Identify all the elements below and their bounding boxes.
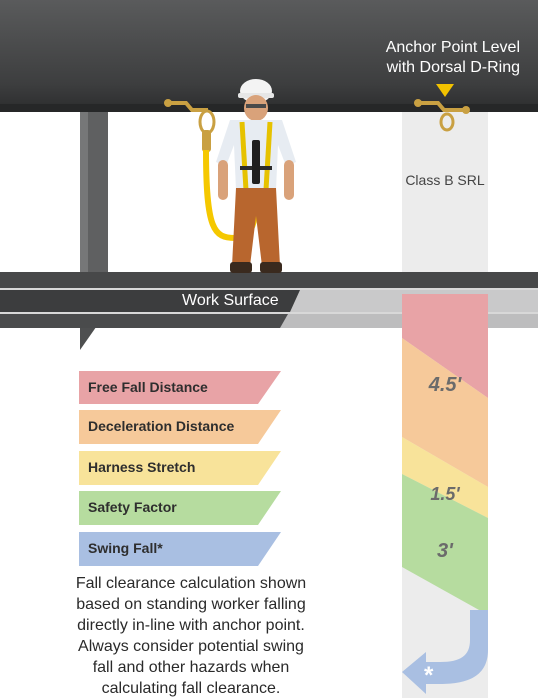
worker-figure (216, 79, 296, 273)
deceleration-segment (402, 338, 488, 487)
deceleration-value: 4.5' (428, 374, 462, 396)
legend-swatch-safety (79, 491, 281, 525)
srl-label: Class B SRL (405, 172, 485, 188)
floor-beam (0, 272, 538, 288)
note-line: Fall clearance calculation shown (75, 575, 307, 592)
anchor-label-line2: with Dorsal D-Ring (386, 59, 520, 76)
fall-clearance-note: Fall clearance calculation shown based o… (60, 573, 322, 699)
note-line: Always consider potential swing (78, 638, 304, 655)
legend-swatch-swing (79, 532, 281, 566)
anchor-label-line1: Anchor Point Level (385, 39, 520, 56)
legend-swatch-free-fall (79, 371, 281, 404)
anchor-label: Anchor Point Level with Dorsal D-Ring (340, 38, 520, 78)
swing-value: * (424, 662, 434, 689)
work-surface-label: Work Surface (182, 292, 279, 309)
safety-factor-segment (402, 474, 488, 615)
left-anchor-icon (164, 99, 216, 152)
legend-swatch-deceleration (79, 410, 281, 444)
legend-label-safety: Safety Factor (88, 499, 177, 515)
safety-value: 3' (437, 540, 453, 562)
note-line: fall and other hazards when (92, 659, 290, 676)
right-anchor-icon (414, 99, 470, 132)
harness-stretch-segment (402, 437, 488, 518)
anchor-marker-icon (436, 84, 454, 97)
note-line: directly in-line with anchor point. (77, 617, 305, 634)
legend-label-free-fall: Free Fall Distance (88, 379, 208, 395)
legend-swatch-harness (79, 451, 281, 485)
free-fall-segment (402, 294, 488, 398)
legend-label-swing: Swing Fall* (88, 540, 163, 556)
legend-label-harness: Harness Stretch (88, 459, 196, 475)
note-line: based on standing worker falling (76, 596, 306, 613)
legend-label-deceleration: Deceleration Distance (88, 418, 235, 434)
harness-value: 1.5' (430, 484, 460, 504)
swing-fall-arrow (402, 610, 488, 694)
note-line: calculating fall clearance. (101, 680, 281, 697)
